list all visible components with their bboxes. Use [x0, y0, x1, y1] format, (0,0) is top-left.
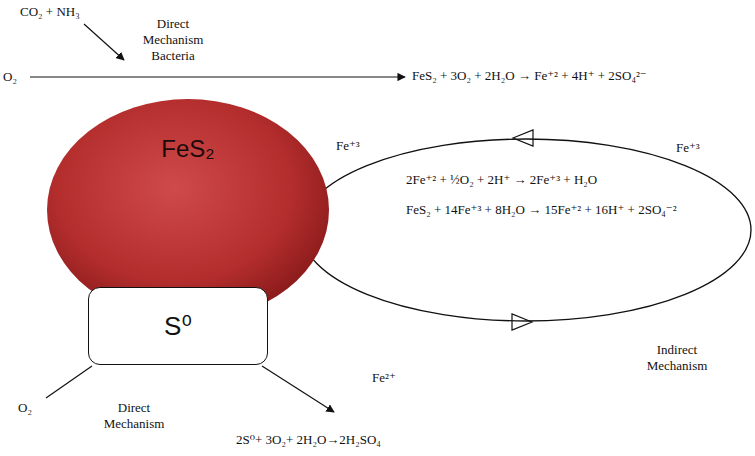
reaction-equation: FeS₂ + 14Fe⁺³ + 8H₂O → 15Fe⁺² + 16H⁺ + 2…	[406, 202, 686, 218]
reaction-equation: 2Fe⁺² + ½O₂ + 2H⁺ → 2Fe⁺³ + H₂O	[406, 172, 686, 188]
oxygen-label: O₂	[18, 400, 32, 416]
oxygen-label: O₂	[3, 69, 17, 85]
indirect-cycle-ellipse: 2Fe⁺² + ½O₂ + 2H⁺ → 2Fe⁺³ + H₂O FeS₂ + 14…	[300, 138, 752, 322]
indirect-cycle-ellipse-outline	[300, 138, 752, 322]
ion-label: Fe⁺³	[336, 138, 360, 154]
mechanism-label: Indirect Mechanism	[632, 342, 722, 374]
nutrient-arrow	[84, 24, 124, 60]
oxygen-line	[46, 366, 92, 398]
ion-label: Fe⁺³	[676, 140, 700, 156]
box-title: S⁰	[164, 310, 192, 343]
cycle-arrowhead	[513, 130, 533, 146]
mineral-name: FeS₂	[161, 134, 214, 164]
equation-label: 2S⁰+ 3O₂+ 2H₂O→2H₂SO₄	[236, 432, 381, 448]
ion-label: Fe²⁺	[372, 370, 396, 386]
equation-label: FeS₂ + 3O₂ + 2H₂O → Fe⁺² + 4H⁺ + 2SO₄²⁻	[412, 68, 647, 84]
mechanism-label: Direct Mechanism Bacteria	[133, 16, 213, 64]
indirect-cycle-ellipse	[301, 139, 751, 321]
cycle-arrowhead	[512, 314, 532, 330]
nutrient-label: CO₂ + NH₃	[20, 4, 80, 20]
sulfur-product-arrow	[262, 366, 334, 412]
mechanism-label: Direct Mechanism	[92, 400, 176, 432]
oxygen-flow-arrow	[30, 76, 405, 77]
sulfur-layer-box: S⁰	[88, 287, 268, 365]
